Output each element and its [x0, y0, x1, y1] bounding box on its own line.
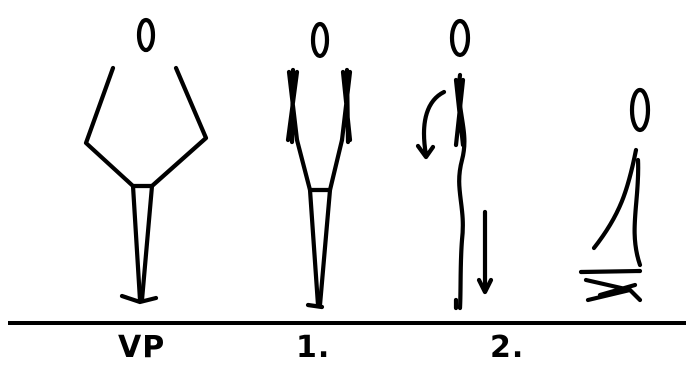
figure-2-head [452, 21, 468, 55]
figure-2 [418, 21, 491, 308]
figure-vp [86, 20, 206, 302]
figure-1-head [313, 24, 327, 56]
figure-vp-right-arm [152, 68, 206, 186]
figure-3 [581, 90, 648, 300]
figure-3-back-2 [635, 160, 640, 265]
figure-1-right-arm [342, 70, 350, 142]
figure-vp-head [139, 20, 153, 50]
figure-1 [288, 24, 350, 307]
figure-1-feet [308, 305, 322, 307]
figure-1-left-arm [288, 70, 297, 142]
figure-3-legs [581, 271, 640, 300]
figure-vp-left-leg [133, 186, 140, 300]
figure-vp-right-leg [142, 186, 152, 300]
figure-1-right-side [320, 140, 342, 305]
figure-3-head [632, 90, 648, 130]
label-step-1: 1. [296, 330, 330, 365]
figure-1-left-side [297, 140, 318, 305]
figure-2-spine [459, 75, 464, 308]
figure-3-back [594, 150, 636, 248]
label-vp: VP [118, 330, 165, 365]
figure-vp-left-arm [86, 68, 133, 186]
label-step-2: 2. [490, 330, 524, 365]
